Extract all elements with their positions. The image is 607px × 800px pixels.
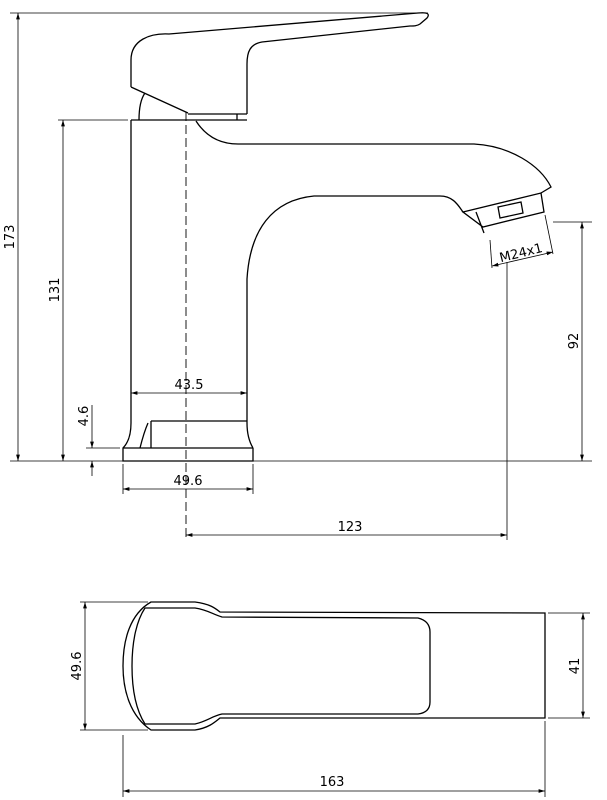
dim-body-width-label: 43.5 <box>175 378 204 393</box>
dim-total-height-label: 173 <box>3 225 18 250</box>
handle-pivot <box>138 92 247 121</box>
dim-aerator-thread <box>491 251 554 267</box>
top-view-outline <box>122 601 546 731</box>
extension-line <box>544 214 554 255</box>
dim-spout-height-label: 92 <box>567 333 582 350</box>
dim-body-height-label: 131 <box>48 278 63 303</box>
dim-total-length-label: 163 <box>320 775 345 790</box>
dim-top-base-width-label: 49.6 <box>70 652 85 681</box>
body-outline <box>122 119 254 462</box>
dim-base-thickness-label: 4.6 <box>77 406 92 427</box>
side-view: 173 131 4.6 43.5 49.6 123 92 M24x1 <box>3 12 592 540</box>
dim-spout-width-label: 41 <box>568 658 583 675</box>
spout-outline <box>195 120 552 449</box>
aerator <box>461 192 545 234</box>
handle-outline <box>130 12 429 114</box>
top-view-inner <box>131 607 431 725</box>
dim-spout-reach-label: 123 <box>338 520 363 535</box>
extension-line <box>489 239 493 269</box>
dim-base-width-label: 49.6 <box>174 474 203 489</box>
top-view: 49.6 41 163 <box>70 601 590 797</box>
dim-aerator-thread-label: M24x1 <box>498 241 544 266</box>
